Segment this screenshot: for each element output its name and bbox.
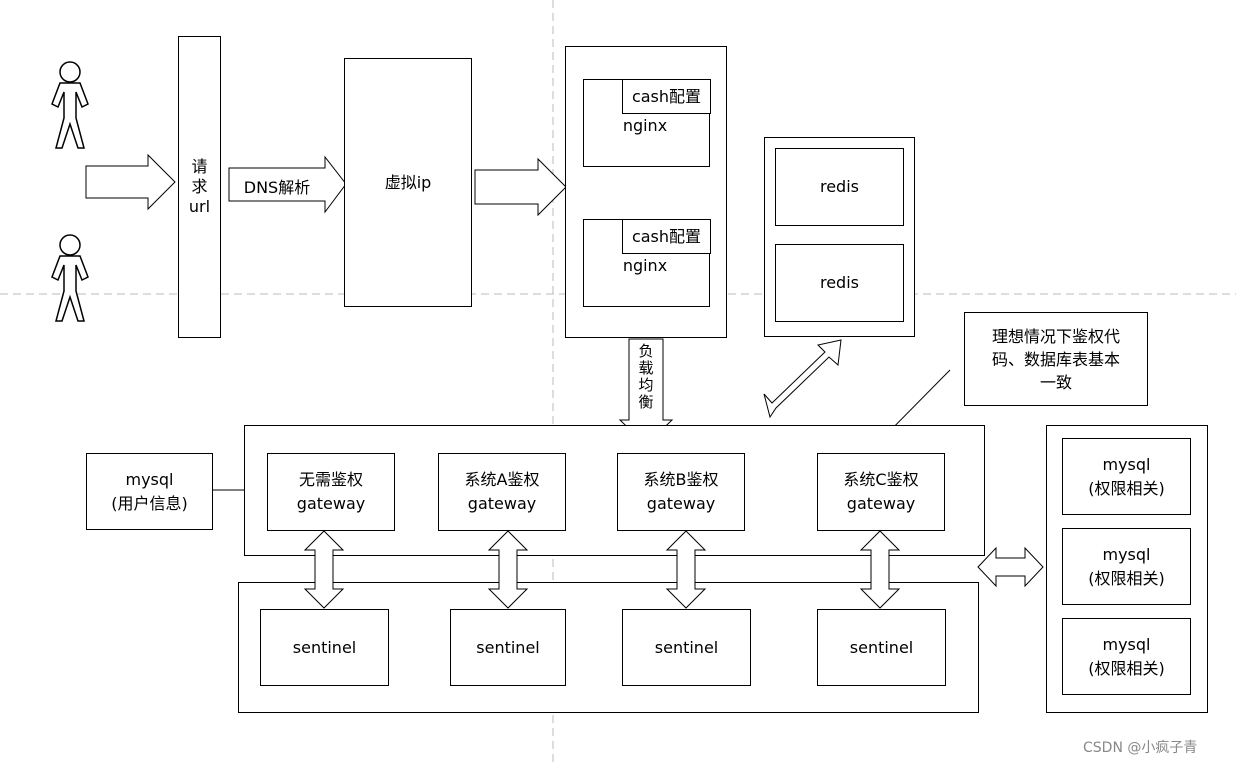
- sentinel-label: sentinel: [654, 637, 719, 657]
- gateway-title: 无需鉴权: [298, 470, 363, 489]
- gateway-title: 系统B鉴权: [643, 470, 719, 489]
- perm-mysql-desc: (权限相关): [1088, 568, 1165, 588]
- sentinel-label: sentinel: [476, 637, 540, 657]
- redis-node: redis: [775, 148, 904, 226]
- virtual-ip-label: 虚拟ip: [384, 172, 432, 192]
- sentinel-box: sentinel: [817, 609, 946, 686]
- gateway-box: 系统B鉴权 gateway: [617, 453, 745, 531]
- gateway-box: 无需鉴权 gateway: [267, 453, 395, 531]
- dns-label: DNS解析: [243, 178, 311, 197]
- perm-mysql-name: mysql: [1102, 634, 1151, 654]
- perm-mysql-box: mysql (权限相关): [1062, 438, 1191, 515]
- user-mysql-box: mysql (用户信息): [86, 453, 213, 530]
- redis-node: redis: [775, 244, 904, 322]
- gateway-box: 系统A鉴权 gateway: [438, 453, 566, 531]
- user-mysql-desc: (用户信息): [111, 493, 188, 513]
- sentinel-label: sentinel: [292, 637, 357, 657]
- request-url-label: 请 求 url: [188, 157, 211, 216]
- sentinel-box: sentinel: [260, 609, 389, 686]
- sentinel-box: sentinel: [622, 609, 751, 686]
- sentinel-box: sentinel: [450, 609, 566, 686]
- arrow-vip-to-nginx: [474, 157, 567, 217]
- perm-mysql-name: mysql: [1102, 454, 1151, 474]
- request-url-box: 请 求 url: [178, 36, 221, 338]
- perm-mysql-box: mysql (权限相关): [1062, 618, 1191, 695]
- watermark: CSDN @小疯子青: [1083, 740, 1198, 756]
- gateway-name: gateway: [846, 494, 916, 513]
- gateway-name: gateway: [646, 494, 716, 513]
- virtual-ip-box: 虚拟ip: [344, 58, 472, 307]
- nginx-label: nginx: [622, 116, 668, 135]
- perm-mysql-desc: (权限相关): [1088, 658, 1165, 678]
- nginx-label: nginx: [622, 256, 668, 275]
- cache-config-label: cash配置: [631, 226, 702, 246]
- arrow-to-perm-mysql: [977, 546, 1044, 588]
- load-balance-label: 负 载 均 衡: [638, 342, 654, 411]
- gateway-title: 系统C鉴权: [843, 470, 919, 489]
- cache-config-label: cash配置: [631, 86, 702, 106]
- nginx-node: cash配置 nginx: [583, 79, 711, 167]
- note-box: 理想情况下鉴权代码、数据库表基本一致: [964, 312, 1148, 406]
- perm-mysql-box: mysql (权限相关): [1062, 528, 1191, 605]
- nginx-node: cash配置 nginx: [583, 219, 711, 307]
- note-text: 理想情况下鉴权代码、数据库表基本一致: [991, 326, 1120, 392]
- perm-mysql-desc: (权限相关): [1088, 478, 1165, 498]
- arrow-user-to-url: [85, 153, 176, 211]
- gateway-title: 系统A鉴权: [464, 470, 540, 489]
- gateway-name: gateway: [296, 494, 366, 513]
- user-mysql-name: mysql: [125, 469, 174, 489]
- cache-config-box: cash配置: [622, 79, 711, 114]
- gateway-box: 系统C鉴权 gateway: [817, 453, 945, 531]
- user-icon: [51, 61, 89, 149]
- redis-label: redis: [819, 177, 859, 196]
- redis-label: redis: [819, 273, 859, 292]
- perm-mysql-name: mysql: [1102, 544, 1151, 564]
- user-icon: [51, 234, 89, 322]
- sentinel-label: sentinel: [849, 637, 914, 657]
- gateway-name: gateway: [467, 494, 537, 513]
- cache-config-box: cash配置: [622, 219, 711, 254]
- arrow-redis-gateway: [763, 339, 842, 419]
